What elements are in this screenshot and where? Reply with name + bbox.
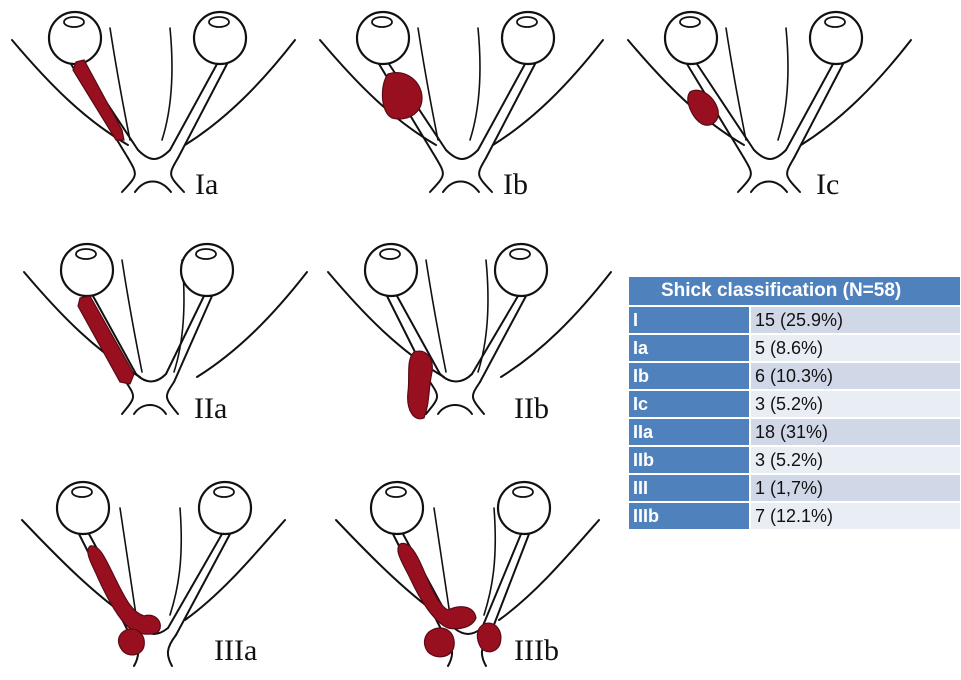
table-row: Ic 3 (5.2%) [629,391,960,417]
panel-label: IIIa [214,634,258,667]
class-cell: III [629,475,751,501]
lesion-shape [87,545,161,635]
table-row: III 1 (1,7%) [629,475,960,501]
value-cell: 1 (1,7%) [751,475,960,501]
diagram-panel-ia: Ia [10,0,310,220]
panel-label: Ib [503,168,528,201]
table-row: I 15 (25.9%) [629,307,960,333]
value-cell: 3 (5.2%) [751,391,960,417]
diagram-panel-iiia: IIIa [20,460,320,680]
panel-label: Ic [816,168,840,201]
panel-label: Ia [195,168,219,201]
panel-label: IIb [514,392,549,425]
diagram-panel-ib: Ib [318,0,618,220]
lesion-shape [381,72,423,120]
value-cell: 7 (12.1%) [751,503,960,529]
class-cell: IIa [629,419,751,445]
diagram-panel-ic: Ic [626,0,926,220]
table-title: Shick classification (N=58) [629,277,960,305]
value-cell: 5 (8.6%) [751,335,960,361]
panel-label: IIa [194,392,228,425]
table-row: Ia 5 (8.6%) [629,335,960,361]
lesion-shape [423,627,455,658]
lesion-shape [397,542,477,630]
table-header-row: Shick classification (N=58) [629,277,960,305]
value-cell: 15 (25.9%) [751,307,960,333]
lesion-shape [407,350,433,420]
lesion-shape [687,89,719,126]
lesion-shape [476,622,502,653]
class-cell: IIb [629,447,751,473]
value-cell: 3 (5.2%) [751,447,960,473]
lesion-shape [77,295,135,385]
value-cell: 6 (10.3%) [751,363,960,389]
panel-label: IIIb [514,634,559,667]
lesion-shape [72,59,125,141]
class-cell: Ib [629,363,751,389]
diagram-panel-iib: IIb [326,232,626,452]
value-cell: 18 (31%) [751,419,960,445]
table-row: IIa 18 (31%) [629,419,960,445]
optic-pathway-diagram [319,10,604,193]
class-cell: I [629,307,751,333]
class-cell: IIIb [629,503,751,529]
optic-pathway-diagram [627,10,912,193]
optic-pathway-diagram [335,480,600,667]
class-cell: Ic [629,391,751,417]
optic-pathway-diagram [11,10,296,193]
table-row: IIIb 7 (12.1%) [629,503,960,529]
optic-pathway-diagram [327,242,612,420]
optic-pathway-diagram [23,242,308,415]
table-row: Ib 6 (10.3%) [629,363,960,389]
diagram-panel-iiib: IIIb [334,460,634,680]
class-cell: Ia [629,335,751,361]
shick-classification-table: Shick classification (N=58) I 15 (25.9%)… [629,275,960,531]
optic-pathway-diagram [21,480,286,667]
table-row: IIb 3 (5.2%) [629,447,960,473]
diagram-panel-iia: IIa [22,232,322,452]
lesion-shape [117,628,145,656]
